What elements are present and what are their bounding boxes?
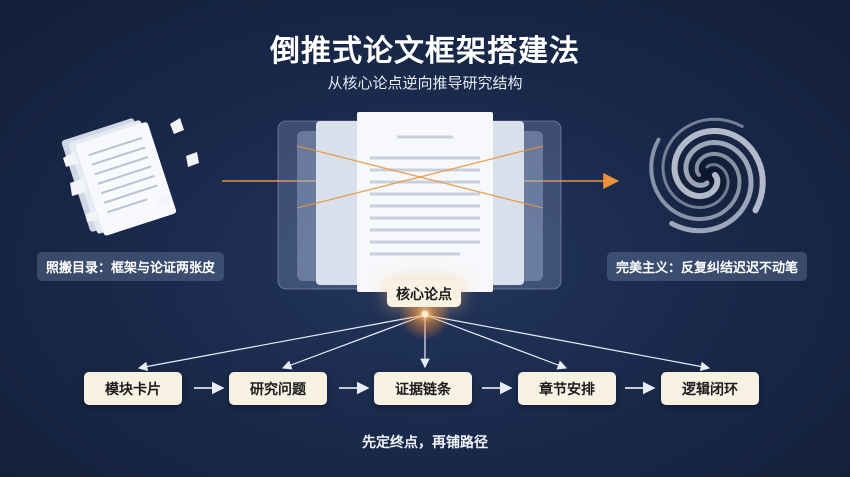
right-caption: 完美主义：反复纠结迟迟不动笔 <box>607 252 808 281</box>
footer-slogan: 先定终点，再铺路径 <box>362 435 488 451</box>
spiral-arm <box>661 117 744 210</box>
step-chapter-arrangement: 章节安排 <box>518 372 616 405</box>
spiral-arm <box>671 128 766 214</box>
page-title: 倒推式论文框架搭建法 <box>270 34 580 69</box>
step-evidence-chain: 证据链条 <box>374 372 472 405</box>
step-logic-loop: 逻辑闭环 <box>661 372 759 405</box>
step-research-question: 研究问题 <box>229 372 327 405</box>
focal-point <box>421 310 429 318</box>
radial-arrow-5 <box>424 314 711 372</box>
page-subtitle: 从核心论点逆向推导研究结构 <box>327 74 523 92</box>
radial-arrow-1 <box>137 314 426 372</box>
left-caption: 照搬目录：框架与论证两张皮 <box>37 252 225 281</box>
spiral-arm <box>649 137 742 221</box>
core-argument-box: 核心论点 <box>387 280 461 307</box>
cross-line-2 <box>296 145 544 209</box>
spiral-arm <box>669 139 754 234</box>
step-module-cards: 模块卡片 <box>84 372 182 405</box>
